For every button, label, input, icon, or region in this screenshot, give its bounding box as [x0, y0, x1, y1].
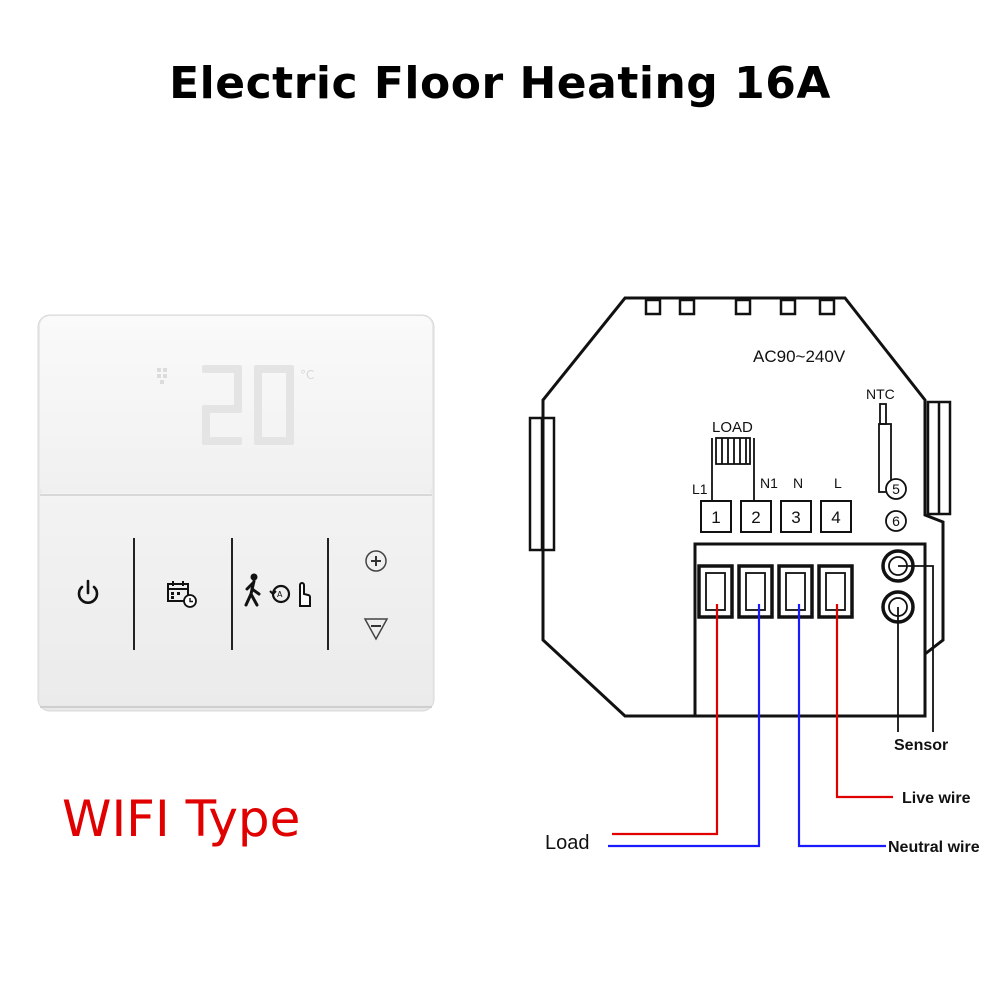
- ntc-label: NTC: [866, 386, 895, 402]
- voltage-label: AC90~240V: [753, 347, 846, 366]
- sensor-wires: [897, 565, 934, 732]
- thermostat-panel: °C A: [37, 314, 435, 712]
- sensor-label: Sensor: [894, 737, 948, 754]
- load-label: LOAD: [712, 419, 753, 436]
- svg-text:6: 6: [892, 513, 900, 529]
- terminal-block: [700, 500, 852, 533]
- temperature-display: °C: [157, 365, 314, 445]
- manual-auto-mode-icon[interactable]: A: [244, 573, 311, 607]
- plus-icon[interactable]: [365, 550, 387, 572]
- terminal-label-l1: L1: [692, 481, 708, 497]
- top-tabs: [644, 298, 836, 316]
- side-clip-left: [528, 416, 556, 552]
- wiring-diagram: AC90~240V NTC 5 6 LOAD L1 N1 N L: [528, 296, 980, 856]
- wifi-type-label: WIFI Type: [62, 790, 301, 848]
- calendar-clock-icon[interactable]: [167, 581, 197, 608]
- terminal-label-n1: N1: [760, 475, 778, 491]
- terminal-4: 4: [831, 508, 840, 527]
- live-wire-label: Live wire: [902, 790, 971, 807]
- neutral-wires: [608, 604, 886, 848]
- load-relay: [711, 437, 755, 500]
- ntc-sensor: [878, 403, 892, 493]
- power-icon[interactable]: [77, 579, 99, 604]
- side-clip-right: [926, 400, 952, 516]
- svg-text:A: A: [277, 590, 283, 599]
- page-title: Electric Floor Heating 16A: [169, 58, 831, 109]
- neutral-wire-label: Neutral wire: [888, 839, 980, 856]
- temperature-unit: °C: [300, 368, 314, 382]
- terminal-label-l: L: [834, 475, 842, 491]
- wire-clamps: [697, 564, 854, 619]
- terminal-label-n: N: [793, 475, 803, 491]
- terminal-1: 1: [711, 508, 720, 527]
- sensor-terminal-5: 5: [885, 478, 907, 500]
- live-wires: [612, 604, 893, 836]
- svg-text:5: 5: [892, 481, 900, 497]
- terminal-3: 3: [791, 508, 800, 527]
- minus-icon[interactable]: [363, 618, 389, 641]
- load-wire-label: Load: [545, 832, 590, 854]
- terminal-2: 2: [751, 508, 760, 527]
- sensor-terminal-6: 6: [885, 510, 907, 532]
